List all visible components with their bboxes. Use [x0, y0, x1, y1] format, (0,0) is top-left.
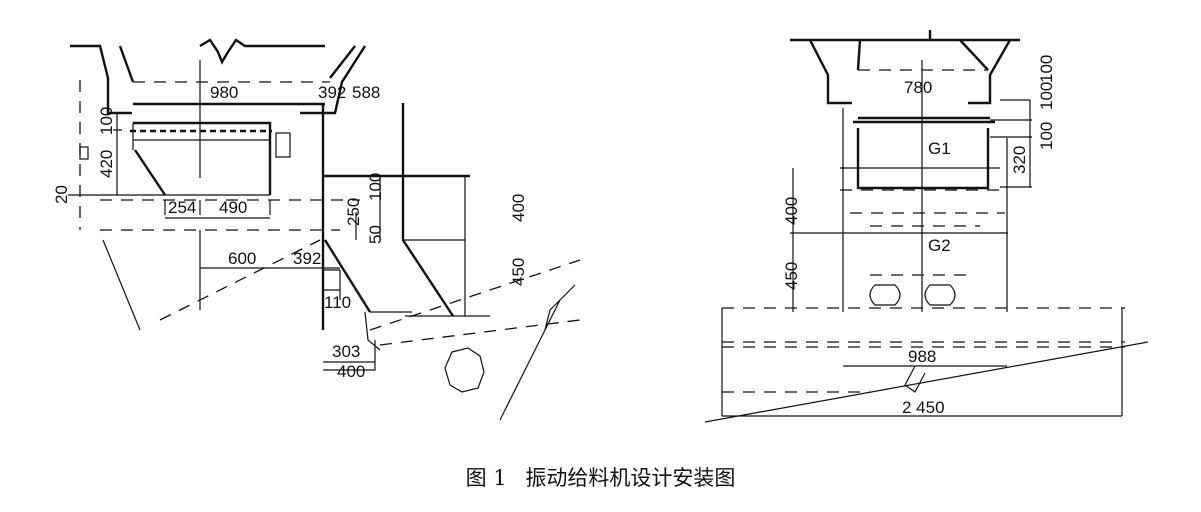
- dim-320: 320: [1010, 146, 1029, 174]
- dim-490: 490: [219, 198, 247, 217]
- feeder-centerline: [132, 60, 270, 178]
- leader-line: [904, 365, 926, 393]
- bin-right-wall: [118, 45, 367, 115]
- figure-caption: 图 1 振动给料机设计安装图: [0, 462, 1201, 492]
- dim-lines-feeder: [68, 113, 271, 219]
- feeder-body: [133, 102, 325, 196]
- dim-254: 254: [168, 198, 196, 217]
- dim-600: 600: [228, 249, 256, 268]
- side-view: [68, 38, 581, 421]
- front-view: [704, 30, 1149, 423]
- ground-dims: [704, 308, 1149, 423]
- dim-100-b: 100: [1037, 55, 1056, 83]
- feeder-trough: [853, 116, 995, 190]
- label-g1: G1: [928, 139, 951, 158]
- dim-100-a: 100: [1037, 82, 1056, 110]
- figure-title: 振动给料机设计安装图: [525, 466, 736, 490]
- chute-liner: [323, 239, 372, 313]
- dim-450: 450: [782, 262, 801, 290]
- motor-symbols: [869, 284, 956, 306]
- dim-100-left: 100: [97, 107, 116, 135]
- dim-20: 20: [52, 185, 71, 204]
- dim-988: 988: [908, 347, 936, 366]
- dim-392-bottom: 392: [293, 249, 321, 268]
- dim-50: 50: [366, 225, 385, 244]
- marker-box: [79, 146, 89, 160]
- label-g2: G2: [928, 236, 951, 255]
- dim-400: 400: [782, 197, 801, 225]
- dim-250: 250: [344, 198, 363, 226]
- front-view-dimensions: 780 100 100 100 320 400 450 G1 G2 988 2 …: [782, 55, 1056, 417]
- bin-top-notch: [199, 38, 325, 65]
- frame-lines: [790, 60, 1032, 312]
- bin-left-wall: [70, 44, 132, 115]
- dim-lines-chute: [199, 176, 466, 371]
- side-view-dimensions: 980 392 588 100 420 20 254 490 100 250 5…: [52, 83, 528, 381]
- conveyor-edge: [364, 311, 490, 351]
- dim-400-bottom: 400: [337, 362, 365, 381]
- motor-symbol: [275, 132, 291, 158]
- dim-450-chute: 450: [509, 258, 528, 286]
- break-lines: [102, 239, 576, 421]
- dim-420: 420: [97, 150, 116, 178]
- dim-2450: 2 450: [902, 398, 945, 417]
- dim-100-chute: 100: [366, 173, 385, 201]
- dim-980: 980: [210, 83, 238, 102]
- tail-pulley: [444, 347, 485, 393]
- conveyor-dashed: [159, 239, 581, 346]
- dim-110: 110: [324, 293, 351, 312]
- chute-outline: [321, 103, 470, 330]
- dim-588: 588: [352, 83, 380, 102]
- dim-100-c: 100: [1037, 122, 1056, 150]
- dim-392-top: 392: [318, 83, 346, 102]
- figure-number: 图 1: [465, 466, 507, 490]
- dim-303: 303: [332, 342, 360, 361]
- dim-780: 780: [904, 78, 932, 97]
- bin-outline: [790, 30, 1020, 105]
- dim-400-chute: 400: [509, 194, 528, 222]
